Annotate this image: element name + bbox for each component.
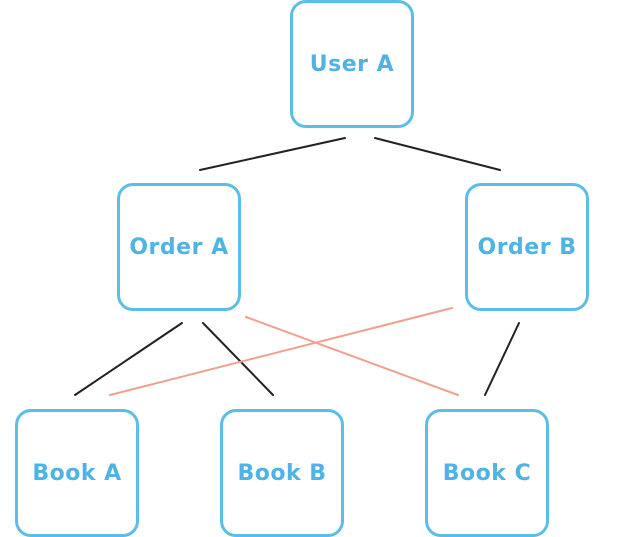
node-label-order-b: Order B <box>477 234 577 260</box>
edge-order-a-to-book-c <box>245 316 459 396</box>
node-order-b: Order B <box>465 183 589 311</box>
node-book-a: Book A <box>15 409 139 537</box>
node-order-a: Order A <box>117 183 241 311</box>
node-label-book-c: Book C <box>442 460 532 486</box>
node-label-book-a: Book A <box>32 460 122 486</box>
edge-order-b-to-book-c <box>484 322 520 396</box>
node-user-a: User A <box>290 0 414 128</box>
edge-order-b-to-book-a <box>109 307 453 396</box>
edge-user-a-to-order-a <box>199 137 346 171</box>
edge-user-a-to-order-b <box>374 137 501 171</box>
node-label-user-a: User A <box>309 51 395 77</box>
node-book-c: Book C <box>425 409 549 537</box>
node-book-b: Book B <box>220 409 344 537</box>
edge-order-a-to-book-b <box>202 322 274 396</box>
node-label-order-a: Order A <box>129 234 229 260</box>
edge-order-a-to-book-a <box>74 322 183 396</box>
node-label-book-b: Book B <box>237 460 327 486</box>
